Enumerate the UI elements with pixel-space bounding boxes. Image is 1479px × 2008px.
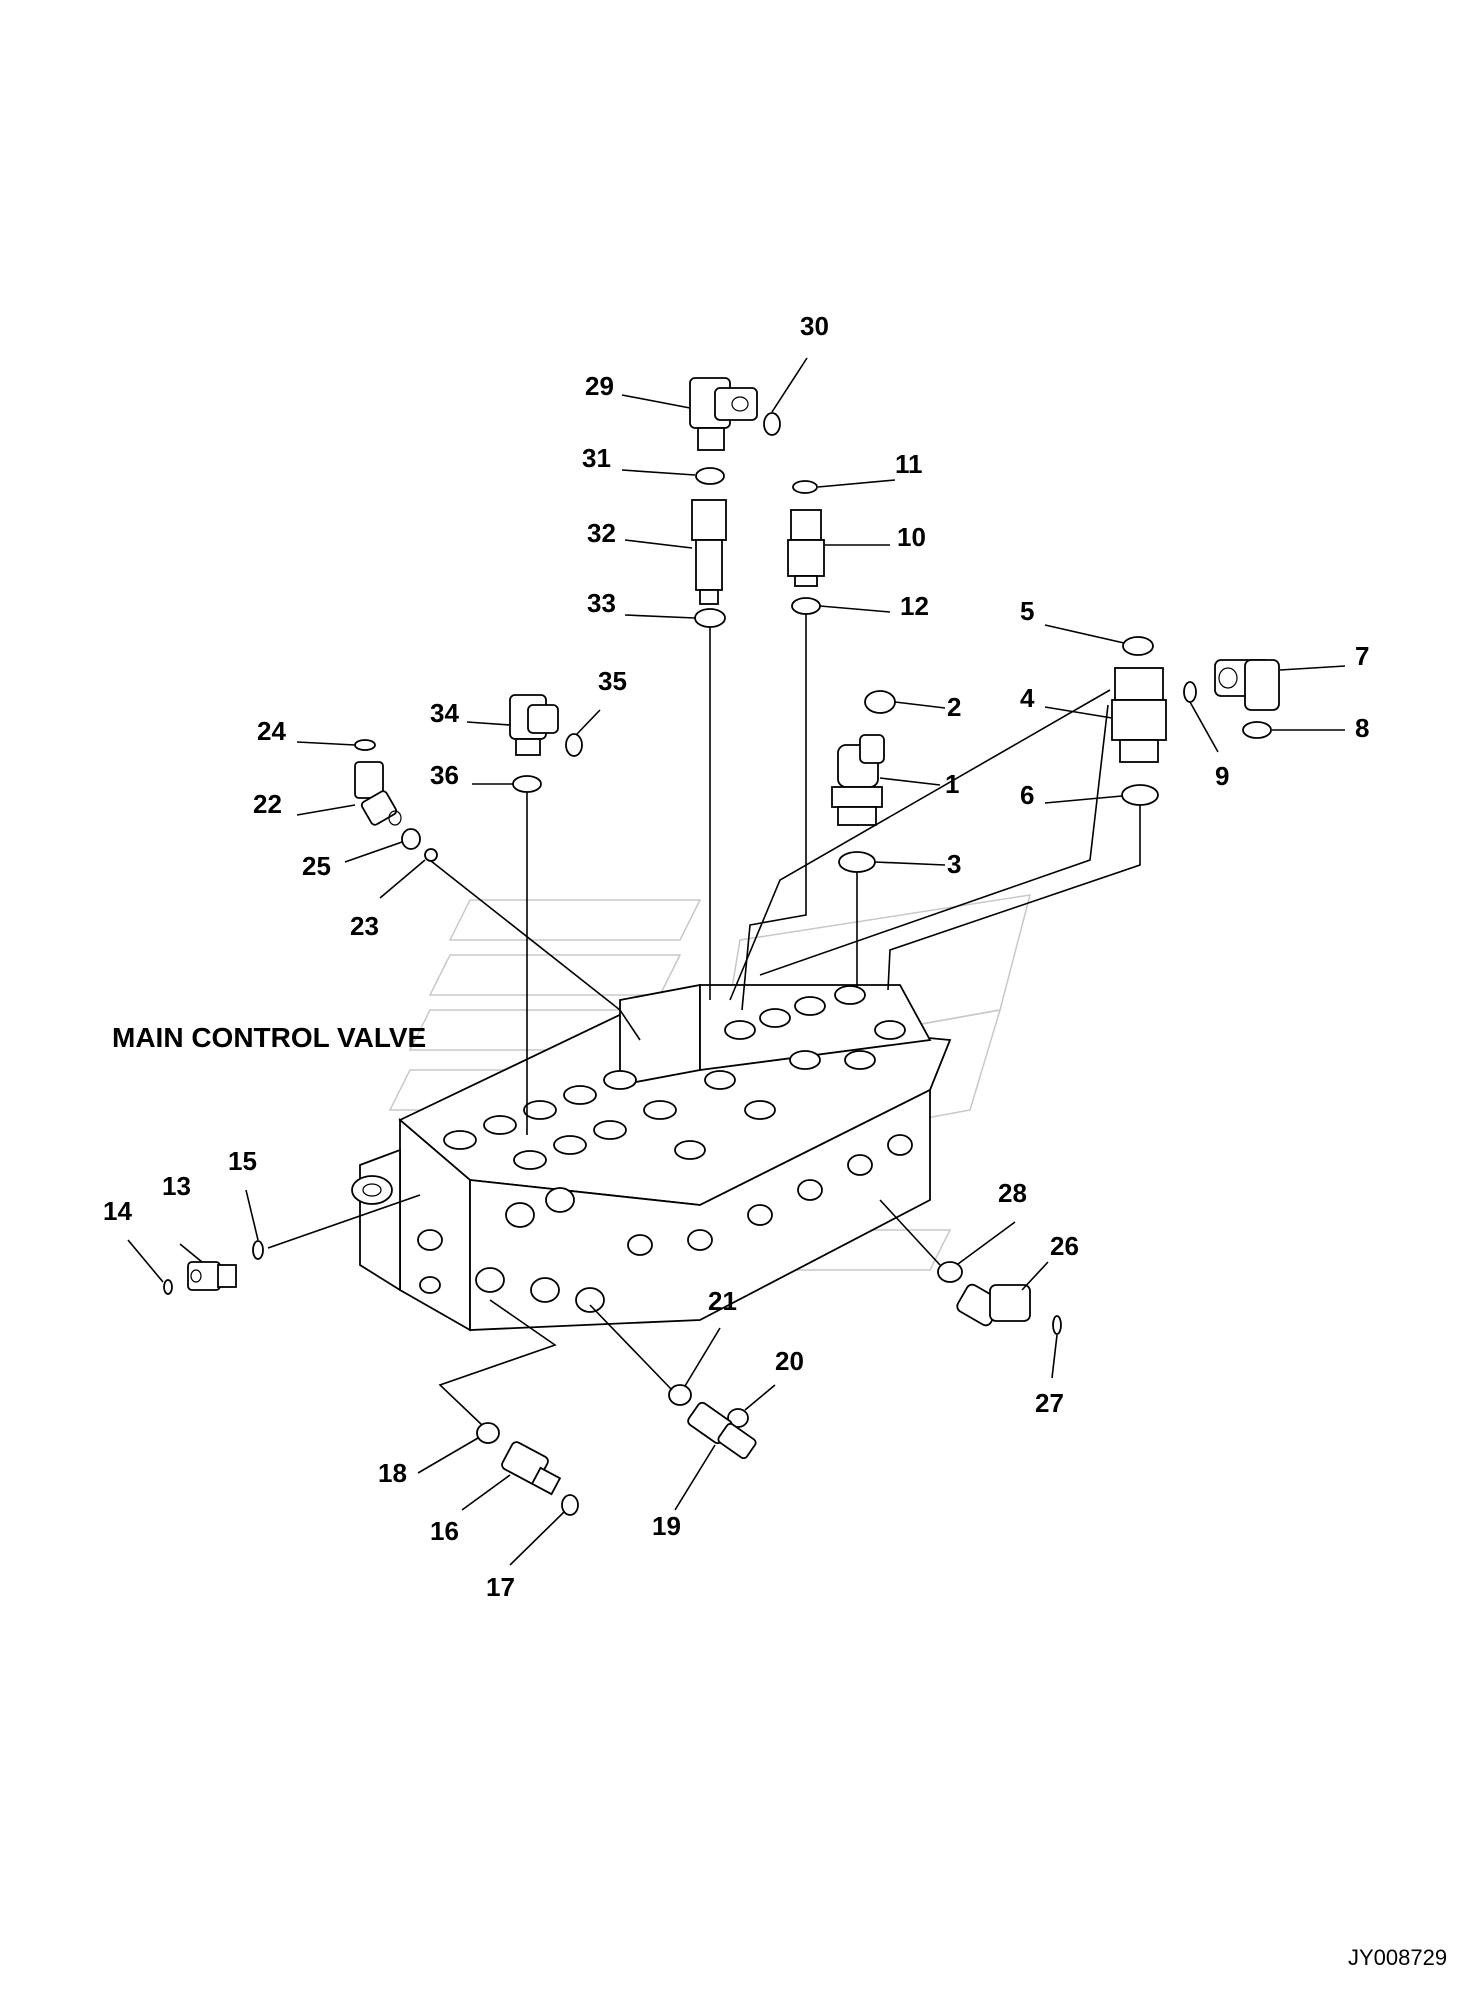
part-16-plug [501, 1441, 562, 1496]
part-11-oring [792, 480, 818, 494]
callout-3: 3 [947, 849, 961, 879]
callout-labels: 1 2 3 4 5 6 7 8 9 10 11 12 13 14 15 16 1… [103, 311, 1369, 1602]
part-4-fitting [1111, 667, 1167, 763]
part-17-oring [561, 1494, 579, 1516]
callout-26: 26 [1050, 1231, 1079, 1261]
part-19-sensor [687, 1401, 757, 1460]
leader-lines [127, 357, 1346, 1566]
part-35-oring [565, 733, 583, 757]
part-9-oring [1183, 681, 1197, 703]
callout-33: 33 [587, 588, 616, 618]
part-23-plug [424, 848, 438, 862]
callout-9: 9 [1215, 761, 1229, 791]
part-31-oring [695, 467, 725, 485]
part-26-elbow [956, 1283, 1031, 1327]
callout-19: 19 [652, 1511, 681, 1541]
callout-23: 23 [350, 911, 379, 941]
callout-34: 34 [430, 698, 459, 728]
callout-32: 32 [587, 518, 616, 548]
drawing-code: JY008729 [1348, 1945, 1447, 1970]
callout-25: 25 [302, 851, 331, 881]
callout-2: 2 [947, 692, 961, 722]
part-29-elbow [689, 377, 758, 451]
main-control-valve-body [351, 983, 952, 1332]
part-15-oring [252, 1240, 264, 1260]
part-36-oring [512, 775, 542, 793]
callout-27: 27 [1035, 1388, 1064, 1418]
callout-30: 30 [800, 311, 829, 341]
part-24-oring [354, 739, 376, 751]
callout-35: 35 [598, 666, 627, 696]
callout-4: 4 [1020, 683, 1035, 713]
callout-16: 16 [430, 1516, 459, 1546]
part-22-elbow [354, 761, 402, 826]
part-32-cartridge [691, 499, 727, 605]
callout-20: 20 [775, 1346, 804, 1376]
part-21-oring [668, 1384, 692, 1406]
callout-1: 1 [945, 769, 959, 799]
part-27-oring [1052, 1315, 1062, 1335]
callout-13: 13 [162, 1171, 191, 1201]
part-7-elbow [1214, 659, 1280, 711]
part-28-oring [937, 1261, 963, 1283]
part-25-oring [401, 828, 421, 850]
parts [163, 377, 1280, 1516]
part-3-oring [838, 851, 876, 873]
part-30-oring [763, 412, 781, 436]
part-5-oring [1122, 636, 1154, 656]
diagram-title: MAIN CONTROL VALVE [112, 1022, 426, 1053]
valve-ports [443, 985, 906, 1170]
callout-29: 29 [585, 371, 614, 401]
callout-12: 12 [900, 591, 929, 621]
callout-14: 14 [103, 1196, 132, 1226]
callout-11: 11 [895, 449, 923, 479]
part-1-elbow [831, 734, 885, 826]
part-12-oring [791, 597, 821, 615]
part-34-elbow [509, 694, 559, 756]
callout-10: 10 [897, 522, 926, 552]
part-10-valve [787, 509, 825, 587]
part-13-plug [187, 1261, 237, 1291]
callout-6: 6 [1020, 780, 1034, 810]
callout-5: 5 [1020, 596, 1034, 626]
part-33-oring [694, 608, 726, 628]
part-6-oring [1121, 784, 1159, 806]
part-2-oring [864, 690, 896, 714]
callout-24: 24 [257, 716, 286, 746]
part-20-oring [727, 1408, 749, 1428]
part-18-oring [476, 1422, 500, 1444]
valve-front-ports [417, 1134, 913, 1313]
callout-8: 8 [1355, 713, 1369, 743]
callout-18: 18 [378, 1458, 407, 1488]
callout-7: 7 [1355, 641, 1369, 671]
part-8-oring [1242, 721, 1272, 739]
part-14-oring [163, 1279, 173, 1295]
callout-31: 31 [582, 443, 611, 473]
callout-15: 15 [228, 1146, 257, 1176]
callout-22: 22 [253, 789, 282, 819]
callout-36: 36 [430, 760, 459, 790]
callout-17: 17 [486, 1572, 515, 1602]
callout-28: 28 [998, 1178, 1027, 1208]
callout-21: 21 [708, 1286, 737, 1316]
